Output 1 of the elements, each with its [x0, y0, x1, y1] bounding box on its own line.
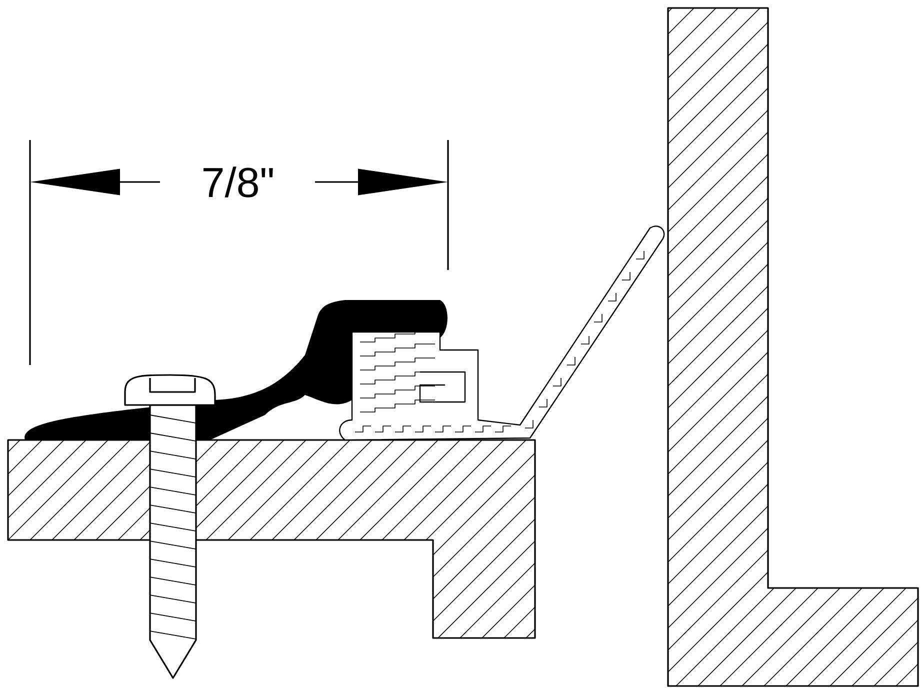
dimension-label: 7/8": [204, 166, 273, 198]
